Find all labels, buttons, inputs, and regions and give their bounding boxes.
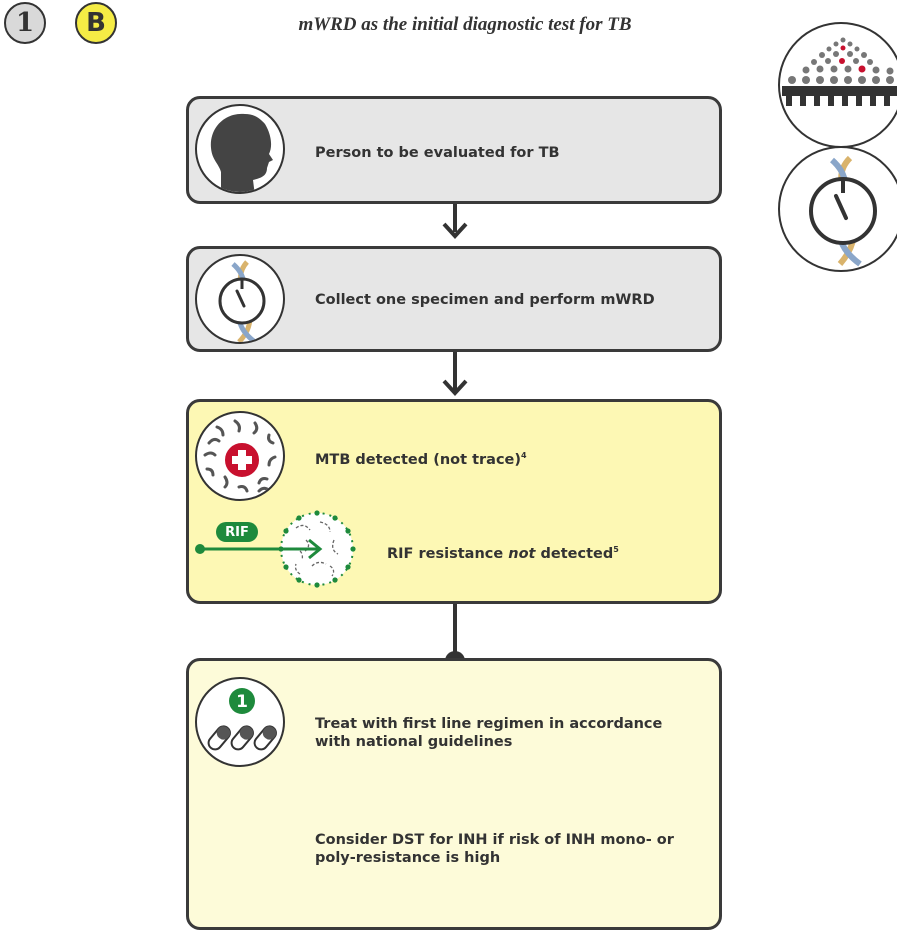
step-letter: B [86,8,106,38]
pills-icon: 1 [195,677,285,767]
treatment-label: Treat with first line regimen in accorda… [315,715,662,751]
rif-resistance-label: RIF resistance not detected5 [387,541,619,563]
dst-line-1: Consider DST for INH if risk of INH mono… [315,832,674,848]
dna-clock-small-icon [195,254,285,344]
step-letter-badge: B [75,2,117,44]
rif-prefix: RIF resistance [387,545,509,562]
dst-label: Consider DST for INH if risk of INH mono… [315,831,674,867]
population-icon [778,22,897,148]
step-person-box: Person to be evaluated for TB [186,96,722,204]
rif-tag: RIF [216,522,258,542]
step-number: 1 [15,8,35,38]
step2-label: Collect one specimen and perform mWRD [315,292,655,308]
treatment-number: 1 [236,692,248,712]
step-number-badge: 1 [4,2,46,44]
rif-not: not [508,545,536,562]
bacteria-positive-icon [195,411,285,501]
step1-label: Person to be evaluated for TB [315,145,560,161]
dna-clock-icon [778,146,897,272]
rif-suffix: detected [535,545,614,562]
mtb-detected-label: MTB detected (not trace)4 [315,447,527,469]
person-head-icon [195,104,285,194]
treatment-box: 1 Treat with first line regimen in accor… [186,658,722,930]
treatment-line-1: Treat with first line regimen in accorda… [315,716,663,732]
mtb-footnote: 4 [521,451,527,460]
mtb-detected-text: MTB detected (not trace) [315,451,522,468]
page-title: mWRD as the initial diagnostic test for … [298,14,632,35]
rif-footnote: 5 [613,545,619,554]
step-collect-box: Collect one specimen and perform mWRD [186,246,722,352]
dst-line-2: poly-resistance is high [315,850,501,866]
treatment-line-2: with national guidelines [315,734,513,750]
result-box: MTB detected (not trace)4 RIF resistance… [186,399,722,604]
